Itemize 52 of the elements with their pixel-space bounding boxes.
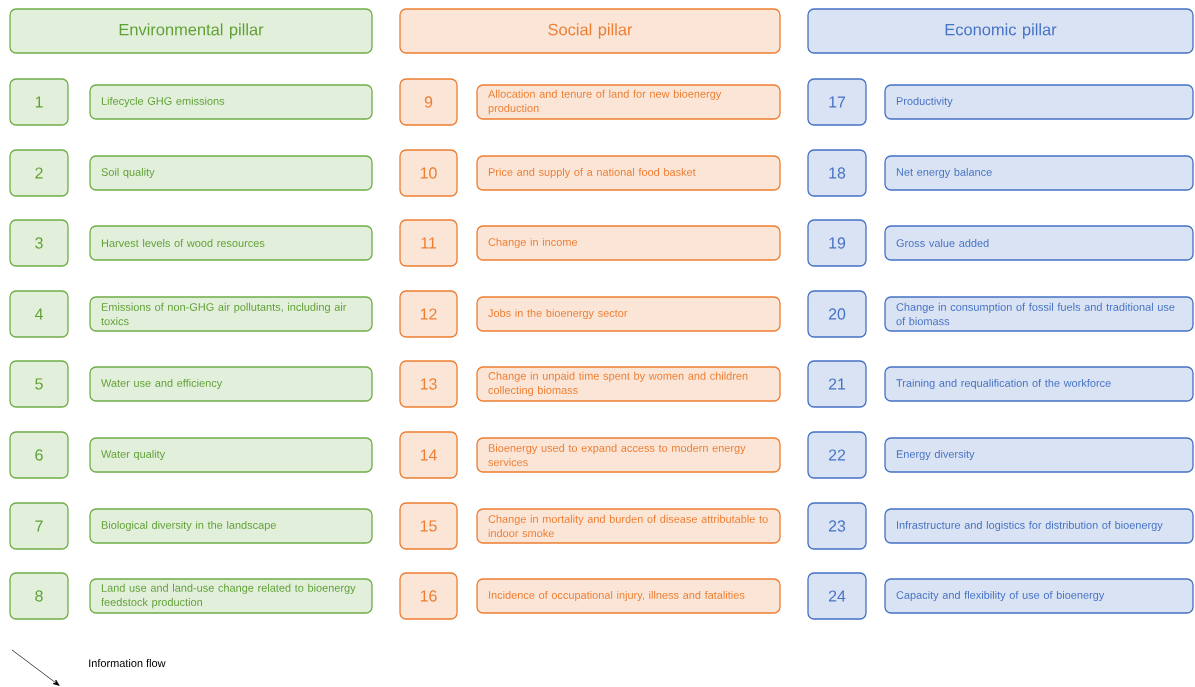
indicator-box: Change in income	[476, 225, 781, 261]
indicator-box: Energy diversity	[884, 437, 1194, 473]
indicator-box: Change in mortality and burden of disease attributable to indoor smoke	[476, 508, 781, 544]
indicator-box: Price and supply of a national food basket	[476, 155, 781, 191]
number-box: 17	[807, 78, 867, 126]
indicator-box: Biological diversity in the landscape	[89, 508, 373, 544]
indicator-box: Lifecycle GHG emissions	[89, 84, 373, 120]
indicator-box: Capacity and flexibility of use of bioenergy	[884, 578, 1194, 614]
indicator-box: Allocation and tenure of land for new bioenergy production	[476, 84, 781, 120]
indicator-box: Change in unpaid time spent by women and children collecting biomass	[476, 366, 781, 402]
pillar-header: Environmental pillar	[9, 8, 373, 54]
number-box: 19	[807, 219, 867, 267]
indicator-box: Productivity	[884, 84, 1194, 120]
number-box: 13	[399, 360, 458, 408]
indicator-box: Emissions of non-GHG air pollutants, including air toxics	[89, 296, 373, 332]
number-box: 1	[9, 78, 69, 126]
number-box: 9	[399, 78, 458, 126]
number-box: 7	[9, 502, 69, 550]
number-box: 20	[807, 290, 867, 338]
number-box: 4	[9, 290, 69, 338]
number-box: 18	[807, 149, 867, 197]
indicator-box: Incidence of occupational injury, illness and fatalities	[476, 578, 781, 614]
indicator-box: Water quality	[89, 437, 373, 473]
number-box: 14	[399, 431, 458, 479]
number-box: 24	[807, 572, 867, 620]
indicator-box: Land use and land-use change related to bioenergy feedstock production	[89, 578, 373, 614]
indicator-box: Training and requalification of the workforce	[884, 366, 1194, 402]
number-box: 8	[9, 572, 69, 620]
indicator-box: Change in consumption of fossil fuels and traditional use of biomass	[884, 296, 1194, 332]
legend-label: Information flow	[89, 658, 166, 667]
indicator-box: Gross value added	[884, 225, 1194, 261]
indicator-box: Net energy balance	[884, 155, 1194, 191]
indicator-box: Harvest levels of wood resources	[89, 225, 373, 261]
number-box: 15	[399, 502, 458, 550]
number-box: 11	[399, 219, 458, 267]
indicator-box: Bioenergy used to expand access to modern energy services	[476, 437, 781, 473]
number-box: 5	[9, 360, 69, 408]
number-box: 6	[9, 431, 69, 479]
indicator-box: Jobs in the bioenergy sector	[476, 296, 781, 332]
number-box: 3	[9, 219, 69, 267]
indicator-box: Infrastructure and logistics for distribution of bioenergy	[884, 508, 1194, 544]
number-box: 12	[399, 290, 458, 338]
number-box: 16	[399, 572, 458, 620]
number-box: 23	[807, 502, 867, 550]
number-box: 10	[399, 149, 458, 197]
number-box: 21	[807, 360, 867, 408]
indicator-box: Soil quality	[89, 155, 373, 191]
pillar-header: Economic pillar	[807, 8, 1194, 54]
number-box: 22	[807, 431, 867, 479]
pillar-header: Social pillar	[399, 8, 781, 54]
indicator-box: Water use and efficiency	[89, 366, 373, 402]
number-box: 2	[9, 149, 69, 197]
